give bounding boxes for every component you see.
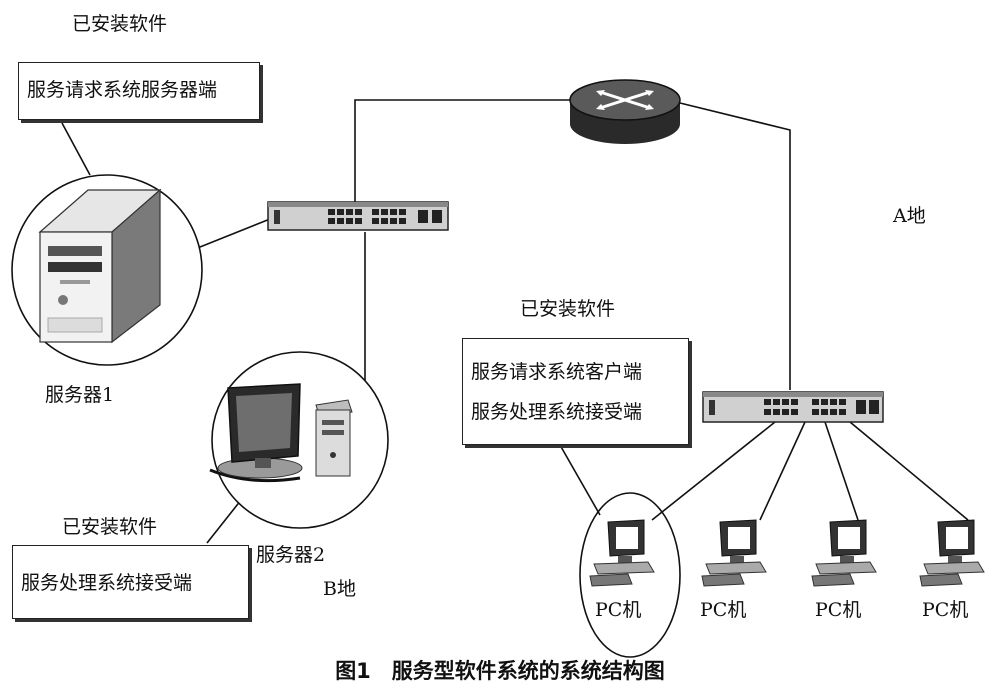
site-a-label: A地 [893,205,926,227]
pc-label: PC机 [815,599,862,621]
client-software-box: 服务请求系统客户端 服务处理系统接受端 [462,338,689,445]
pc-icon [919,519,985,587]
tower-server-icon [38,188,162,344]
pc-label: PC机 [922,599,969,621]
pc-group [589,519,985,587]
connection-lines [61,99,969,544]
pc-icon [701,519,767,587]
server2-software-box: 服务处理系统接受端 [12,545,249,619]
link-switch2-pc2 [759,421,806,521]
router-icon [569,79,681,144]
client-installed-label: 已安装软件 [520,298,616,320]
link-switch2-pc4 [849,421,969,521]
callout-pc1 [559,444,601,516]
switch-icon [267,201,449,231]
server1-software-box: 服务请求系统服务器端 [18,62,260,120]
pc1-highlight-ellipse [579,492,681,658]
link-switch1-router [354,99,570,203]
site-b-label: B地 [323,578,356,600]
client-software-line-2: 服务处理系统接受端 [471,401,643,423]
server1-label: 服务器1 [45,384,115,406]
link-router-switch2 [679,102,791,390]
pc-label: PC机 [595,599,642,621]
pc-icon [811,519,877,587]
switch-icon [702,391,884,423]
server2-installed-label: 已安装软件 [62,516,158,538]
desktop-computer-icon [209,383,353,483]
link-switch2-pc1 [651,421,776,521]
server2-software-text: 服务处理系统接受端 [21,572,193,594]
figure-caption: 图1 服务型软件系统的系统结构图 [335,659,665,683]
client-software-line-1: 服务请求系统客户端 [471,361,643,383]
pc-label: PC机 [700,599,747,621]
pc-icon [589,519,655,587]
callout-server1 [61,122,91,176]
server2-label: 服务器2 [256,544,326,566]
server1-installed-label: 已安装软件 [72,13,168,35]
link-switch2-pc3 [824,421,859,521]
server1-software-text: 服务请求系统服务器端 [27,79,218,101]
